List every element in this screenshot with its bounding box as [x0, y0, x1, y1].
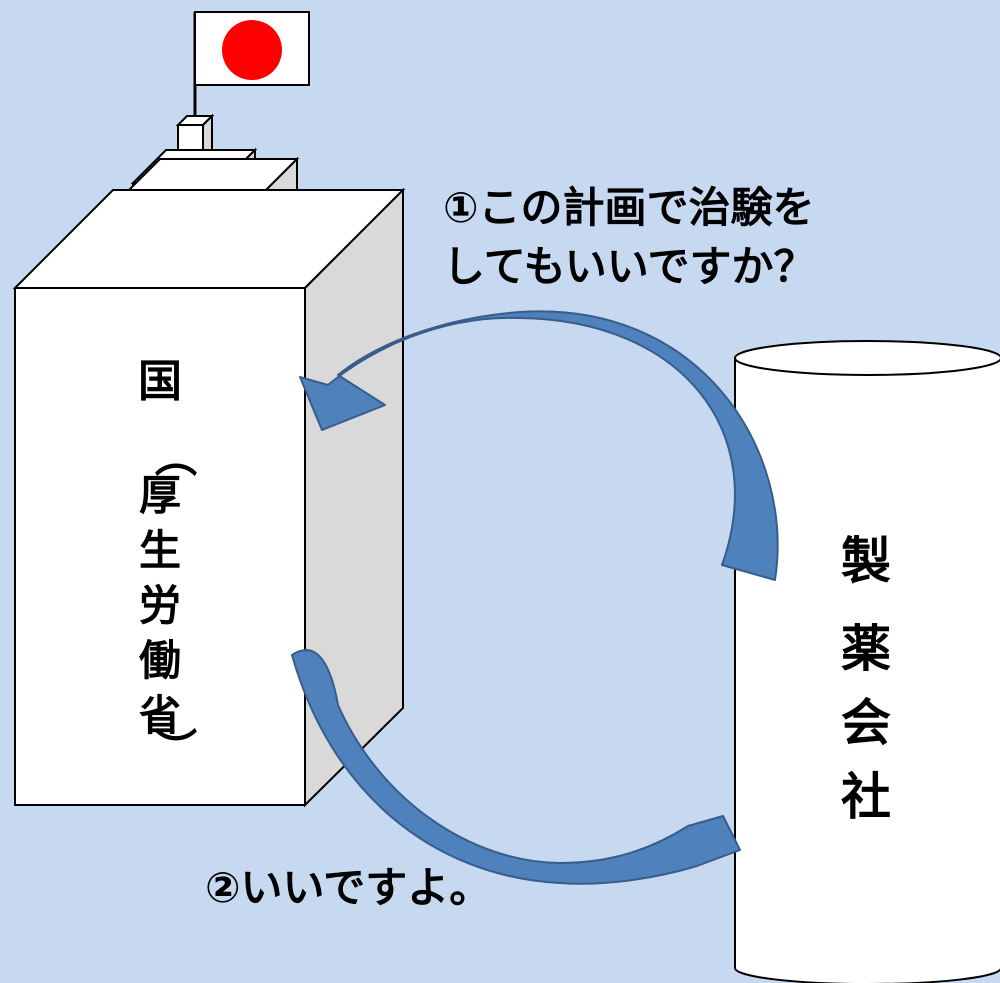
government-building-icon: 国 （ 厚 生 労 働 省 ） [12, 11, 406, 808]
government-label: 国 [138, 356, 182, 407]
approval-text: ②いいですよ。 [205, 863, 491, 912]
request-arrow [299, 310, 779, 581]
ministry-char: 生 [139, 526, 181, 575]
ministry-char: 労 [139, 581, 181, 630]
company-char: 社 [841, 768, 891, 826]
ministry-char: 省 [139, 691, 181, 740]
company-char: 薬 [841, 620, 891, 678]
flag-sun-disc [222, 20, 282, 80]
approval-arrow [291, 649, 741, 885]
company-label: 製 薬 会 社 [841, 532, 891, 826]
company-char: 製 [841, 532, 891, 590]
request-text-line2: してもいいですか？ [443, 242, 816, 291]
ministry-char: ） [150, 727, 199, 769]
ministry-char: 働 [139, 636, 181, 685]
ministry-char: （ [150, 435, 199, 477]
company-char: 会 [841, 694, 891, 752]
ministry-char: 厚 [139, 471, 181, 520]
request-text-line1: ①この計画で治験を [443, 183, 815, 232]
japan-flag-icon [193, 11, 310, 125]
cylinder-building-icon: 製 薬 会 社 [734, 340, 1000, 983]
ministry-label: （ 厚 生 労 働 省 ） [139, 435, 199, 769]
